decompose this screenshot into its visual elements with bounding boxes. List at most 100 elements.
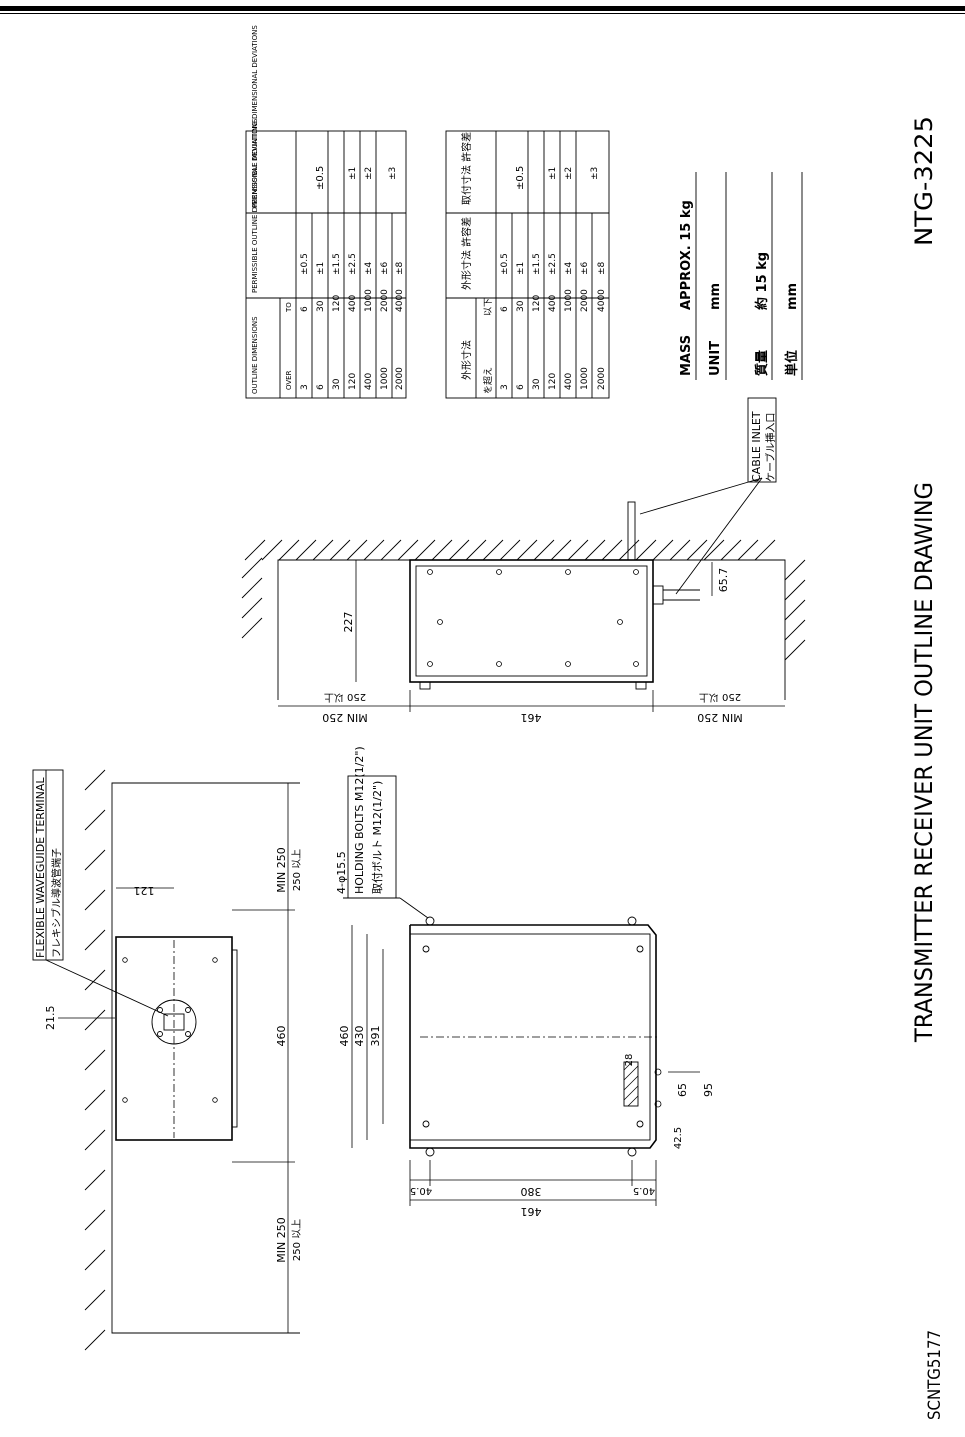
side-view-hatch-right: [784, 559, 806, 661]
tol-ja-r3-to: 400: [548, 295, 558, 312]
tol-en-r4-dev: ±4: [364, 261, 374, 275]
tol-en-h3: PERMISSIBLE MOUNTING DIMENSIONAL DEVIATI…: [251, 25, 259, 208]
bolts-label-ja: 取付ボルト M12(1/2"): [371, 781, 384, 894]
tol-en-r6-dev: ±8: [395, 261, 405, 275]
side-view-hatch-top: [244, 539, 776, 561]
tol-en-m3: ±3: [388, 167, 398, 180]
mass-label: MASS: [679, 335, 694, 376]
tol-ja-r6-to: 4000: [597, 289, 607, 312]
tol-ja-h1: 外形寸法: [460, 340, 473, 380]
tol-en-r2-to: 120: [332, 295, 342, 312]
dim-95: 95: [702, 1083, 715, 1097]
tol-en-h1: OUTLINE DIMENSIONS: [251, 316, 259, 394]
dim-461-bottom: 461: [521, 1205, 542, 1218]
tol-en-r2-dev: ±1.5: [332, 253, 342, 275]
outlet-hatch: [623, 1061, 639, 1107]
mass-label-ja: 質量: [754, 350, 770, 376]
dim-28: 28: [624, 1054, 635, 1067]
cable-inlet-callout: CABLE INLET ケーブル挿入口: [639, 397, 777, 595]
tol-en-h2: PERMISSIBLE OUTLINE DIMENSIONAL DEVIATIO…: [251, 118, 259, 293]
tol-ja-over: を超え: [482, 367, 494, 394]
tol-ja-r1-dev: ±1: [516, 262, 526, 275]
tol-en-r1-to: 30: [316, 300, 326, 312]
tol-ja-m0: ±0.5: [515, 166, 526, 190]
dim-227: 227: [342, 612, 355, 633]
header-rule-thin: [0, 13, 965, 14]
side-view: 227 65.7 MIN 250 250 以上 461 MIN 250 250 …: [241, 501, 806, 724]
bottom-view-plate: [409, 924, 657, 1149]
tol-en-over: OVER: [285, 370, 293, 390]
tol-ja-m1: ±1: [548, 167, 558, 180]
dim-21-5: 21.5: [44, 1006, 57, 1031]
tol-en-r0-dev: ±0.5: [300, 253, 310, 275]
side-view-unit-panel: [415, 565, 648, 677]
tol-en-r1-over: 6: [316, 384, 326, 390]
tol-ja-r0-dev: ±0.5: [500, 253, 510, 275]
front-min250-bottom-ja: 250 以上: [291, 1219, 303, 1261]
notes: MASS APPROX. 15 kg UNIT mm 質量 約 15 kg 単位…: [679, 172, 803, 380]
front-min250-top-ja: 250 以上: [291, 849, 303, 891]
dim-460: 460: [338, 1026, 351, 1047]
tol-en-r2-over: 30: [332, 378, 342, 390]
tol-ja-r3-dev: ±2.5: [548, 253, 558, 275]
cable-inlet-label-ja: ケーブル挿入口: [764, 413, 777, 482]
tol-ja-r4-to: 1000: [564, 289, 574, 312]
waveguide-pipe: [627, 501, 636, 561]
model-number: NTG-3225: [910, 116, 938, 246]
front-min250-bottom: MIN 250: [275, 1217, 288, 1262]
tol-ja-r2-to: 120: [532, 295, 542, 312]
tol-en-r5-dev: ±6: [380, 261, 390, 275]
tol-en-m1: ±1: [348, 167, 358, 180]
dim-42-5: 42.5: [673, 1127, 684, 1149]
side-view-foot-left: [419, 681, 431, 690]
tol-ja-m2: ±2: [564, 167, 574, 180]
drawing-title: TRANSMITTER RECEIVER UNIT OUTLINE DRAWIN…: [910, 482, 938, 1043]
side-view-foot-right: [635, 681, 647, 690]
side-view-screws: [427, 569, 639, 667]
tol-ja-r0-over: 3: [500, 384, 510, 390]
tol-ja-r2-over: 30: [532, 378, 542, 390]
tol-en-r4-over: 400: [364, 373, 374, 390]
tol-ja-m3: ±3: [590, 167, 600, 180]
front-view: 21.5 121 MIN 250 250 以上 460 MIN 250 250 …: [44, 769, 303, 1351]
cable-inlet-label: CABLE INLET: [750, 411, 763, 482]
side-view-hatch-left: [241, 557, 263, 639]
tol-ja-r1-to: 30: [516, 300, 526, 312]
side-min250-left: MIN 250: [322, 711, 367, 724]
side-min250-right-ja: 250 以上: [699, 691, 741, 703]
tol-en-to: TO: [285, 302, 293, 313]
tolerance-table-ja: 外形寸法 を超え 以下 外形寸法 許容差 取付寸法 許容差 3 6 ±0.5 6…: [445, 130, 610, 399]
tol-ja-r6-dev: ±8: [597, 261, 607, 275]
tol-en-m2: ±2: [364, 167, 374, 180]
tol-ja-r4-over: 400: [564, 373, 574, 390]
tol-en-r6-to: 4000: [395, 289, 405, 312]
tol-ja-r6-over: 2000: [597, 367, 607, 390]
front-view-hatch: [84, 769, 106, 1351]
tol-ja-h3: 取付寸法 許容差: [460, 132, 473, 205]
tol-ja-r4-dev: ±4: [564, 261, 574, 275]
header-rule-thick: [0, 6, 965, 11]
bolts-callout: 4-φ15.5 HOLDING BOLTS M12(1/2") 取付ボルト M1…: [335, 746, 429, 919]
dim-391: 391: [369, 1026, 382, 1047]
tol-en-r0-to: 6: [300, 306, 310, 312]
tol-ja-h2: 外形寸法 許容差: [460, 217, 473, 290]
side-view-unit-body: [409, 559, 654, 683]
tol-en-r4-to: 1000: [364, 289, 374, 312]
tol-en-r3-over: 120: [348, 373, 358, 390]
tol-en-r6-over: 2000: [395, 367, 405, 390]
front-view-screws: [122, 957, 218, 1103]
tol-ja-r3-over: 120: [548, 373, 558, 390]
mounting-holes: [422, 916, 644, 1157]
unit-value: mm: [708, 283, 723, 310]
waveguide-label: FLEXIBLE WAVEGUIDE TERMINAL: [34, 777, 47, 958]
bolts-label: HOLDING BOLTS M12(1/2"): [353, 746, 366, 894]
mass-value: APPROX. 15 kg: [679, 200, 694, 310]
unit-label: UNIT: [708, 341, 723, 376]
waveguide-callout: FLEXIBLE WAVEGUIDE TERMINAL フレキシブル導波管端子: [32, 769, 169, 1017]
side-min250-left-ja: 250 以上: [324, 691, 366, 703]
dim-40-5-right: 40.5: [633, 1185, 655, 1196]
tol-ja-r2-dev: ±1.5: [532, 253, 542, 275]
tolerance-table-en: OUTLINE DIMENSIONS OVER TO PERMISSIBLE O…: [245, 25, 407, 399]
tol-ja-r5-over: 1000: [580, 367, 590, 390]
front-460: 460: [275, 1026, 288, 1047]
